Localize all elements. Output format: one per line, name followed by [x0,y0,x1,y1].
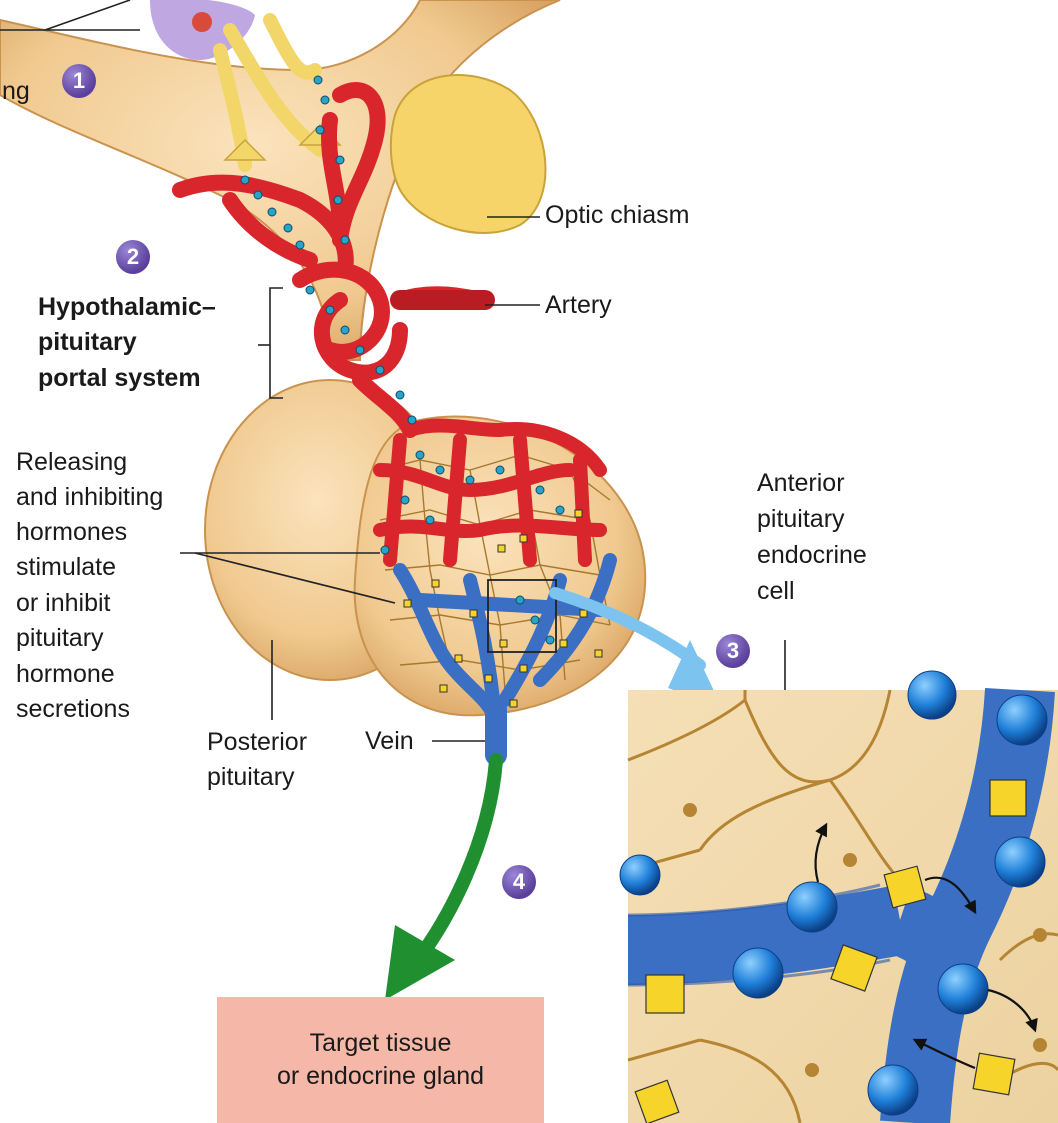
step-4-badge: 4 [502,865,536,899]
green-arrow [410,760,496,970]
releasing-label-line1: Releasing [16,447,127,477]
target-label-line1: Target tissue [217,1027,544,1060]
target-label-line2: or endocrine gland [217,1060,544,1093]
inset-zoom [620,671,1058,1123]
posterior-label-line1: Posterior [207,727,307,757]
target-tissue-box: Target tissue or endocrine gland [217,997,544,1123]
neuron-label-fragment: ng [2,76,30,106]
portal-system-label-line1: Hypothalamic– [38,292,216,322]
step-1-badge: 1 [62,64,96,98]
optic-chiasm [391,75,546,233]
optic-chiasm-label: Optic chiasm [545,200,689,230]
releasing-label-line5: or inhibit [16,588,111,618]
anterior-cell-label-line1: Anterior [757,468,845,498]
releasing-label-line8: secretions [16,694,130,724]
step-2-badge: 2 [116,240,150,274]
releasing-label-line6: pituitary [16,623,104,653]
portal-system-label-line2: pituitary [38,327,137,357]
anterior-cell-label-line2: pituitary [757,504,845,534]
anterior-cell-label-line4: cell [757,576,795,606]
portal-system-label-line3: portal system [38,363,201,393]
posterior-label-line2: pituitary [207,762,295,792]
anterior-cell-label-line3: endocrine [757,540,867,570]
target-label: Target tissue or endocrine gland [217,1027,544,1093]
releasing-label-line3: hormones [16,517,127,547]
artery-label: Artery [545,290,612,320]
step-3-badge: 3 [716,634,750,668]
releasing-label-line2: and inhibiting [16,482,163,512]
releasing-label-line7: hormone [16,659,115,689]
releasing-label-line4: stimulate [16,552,116,582]
vein-label: Vein [365,726,414,756]
